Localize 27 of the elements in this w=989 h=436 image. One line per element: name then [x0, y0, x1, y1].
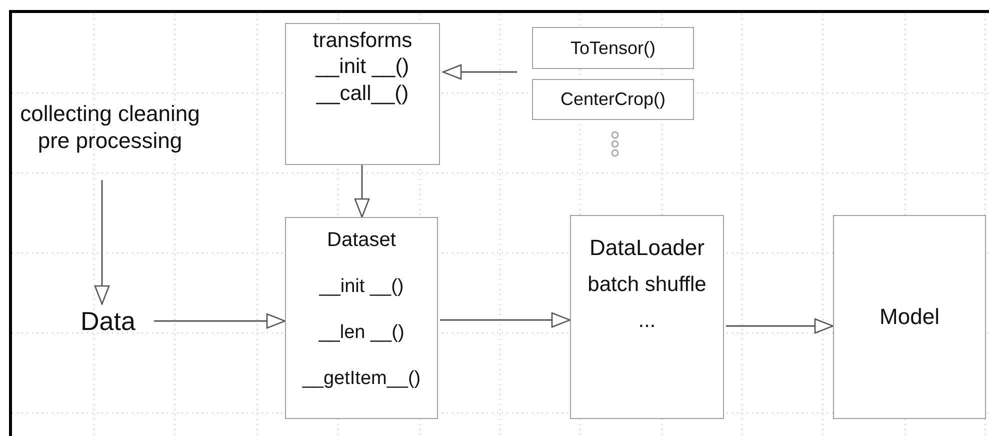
method-text: batch shuffle: [588, 272, 706, 298]
arrow: [154, 313, 286, 329]
process-box: [532, 79, 694, 120]
arrow: [442, 64, 517, 80]
arrow: [440, 312, 571, 328]
arrow: [354, 165, 370, 218]
method-text: __len __(): [318, 320, 404, 344]
process-box: [285, 217, 438, 419]
process-box: [570, 215, 724, 419]
arrow: [94, 180, 110, 305]
process-box: [285, 23, 440, 165]
method-text: __call__(): [316, 80, 409, 106]
method-text: __init __(): [319, 275, 404, 299]
box-title: DataLoader: [590, 234, 704, 262]
method-text: __getItem__(): [302, 366, 421, 390]
arrow: [726, 318, 834, 334]
box-title: Model: [880, 303, 940, 331]
node-label: Data: [80, 304, 136, 338]
box-title: CenterCrop(): [560, 88, 666, 111]
box-title: transforms: [312, 28, 412, 54]
box-title: Dataset: [327, 228, 396, 253]
method-text: ...: [638, 308, 656, 334]
method-text: __init __(): [316, 54, 410, 80]
node-label: collecting cleaning pre processing: [20, 100, 200, 154]
process-box: [833, 215, 986, 419]
box-title: ToTensor(): [570, 36, 656, 60]
process-box: [532, 27, 694, 69]
